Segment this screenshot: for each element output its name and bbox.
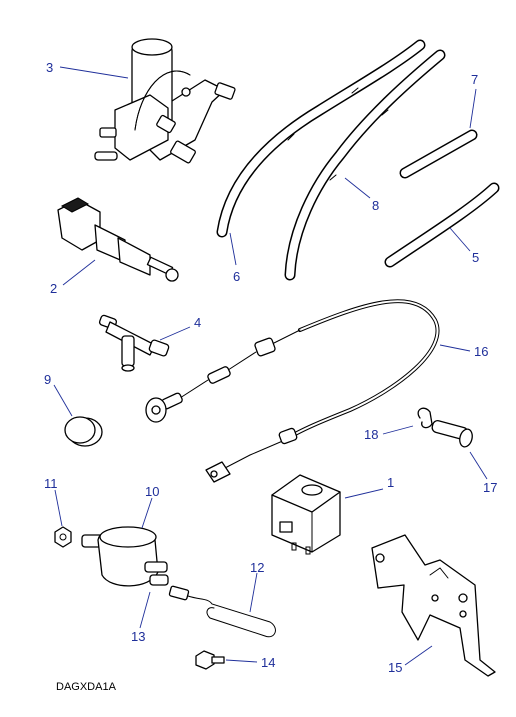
part-9-grommet xyxy=(64,416,103,447)
part-16-cable-assembly xyxy=(145,299,440,483)
callout-15: 15 xyxy=(388,660,402,675)
callout-2: 2 xyxy=(50,281,57,296)
part-15-bracket xyxy=(371,534,496,677)
callout-10: 10 xyxy=(145,484,159,499)
callout-14: 14 xyxy=(261,655,275,670)
part-12-cable xyxy=(168,585,276,638)
leader-lines xyxy=(53,66,488,666)
part-18-clip xyxy=(417,407,433,429)
callout-1: 1 xyxy=(387,475,394,490)
part-3-actuator-valve xyxy=(94,38,236,164)
callout-4: 4 xyxy=(194,315,201,330)
part-5-hose xyxy=(384,182,500,268)
callout-17: 17 xyxy=(483,480,497,495)
part-11-nut xyxy=(54,526,72,548)
callout-8: 8 xyxy=(372,198,379,213)
part-2-switch xyxy=(57,197,179,282)
part-8-hose xyxy=(284,49,446,281)
callout-13: 13 xyxy=(131,629,145,644)
callout-7: 7 xyxy=(471,72,478,87)
part-17-pin xyxy=(431,420,473,448)
callout-9: 9 xyxy=(44,372,51,387)
callout-labels: 1 2 3 4 5 6 7 8 9 10 11 12 13 14 15 16 1… xyxy=(44,60,497,675)
part-4-t-connector xyxy=(98,314,170,372)
part-6-hose xyxy=(216,39,426,238)
part-1-relay xyxy=(271,474,341,555)
callout-18: 18 xyxy=(364,427,378,442)
part-7-hose xyxy=(399,129,478,179)
callout-3: 3 xyxy=(46,60,53,75)
callout-12: 12 xyxy=(250,560,264,575)
reference-code: DAGXDA1A xyxy=(56,681,117,693)
part-14-bolt xyxy=(195,650,225,670)
callout-6: 6 xyxy=(233,269,240,284)
callout-16: 16 xyxy=(474,344,488,359)
part-10-vacuum-actuator xyxy=(81,526,169,587)
callout-11: 11 xyxy=(44,476,58,491)
callout-5: 5 xyxy=(472,250,479,265)
